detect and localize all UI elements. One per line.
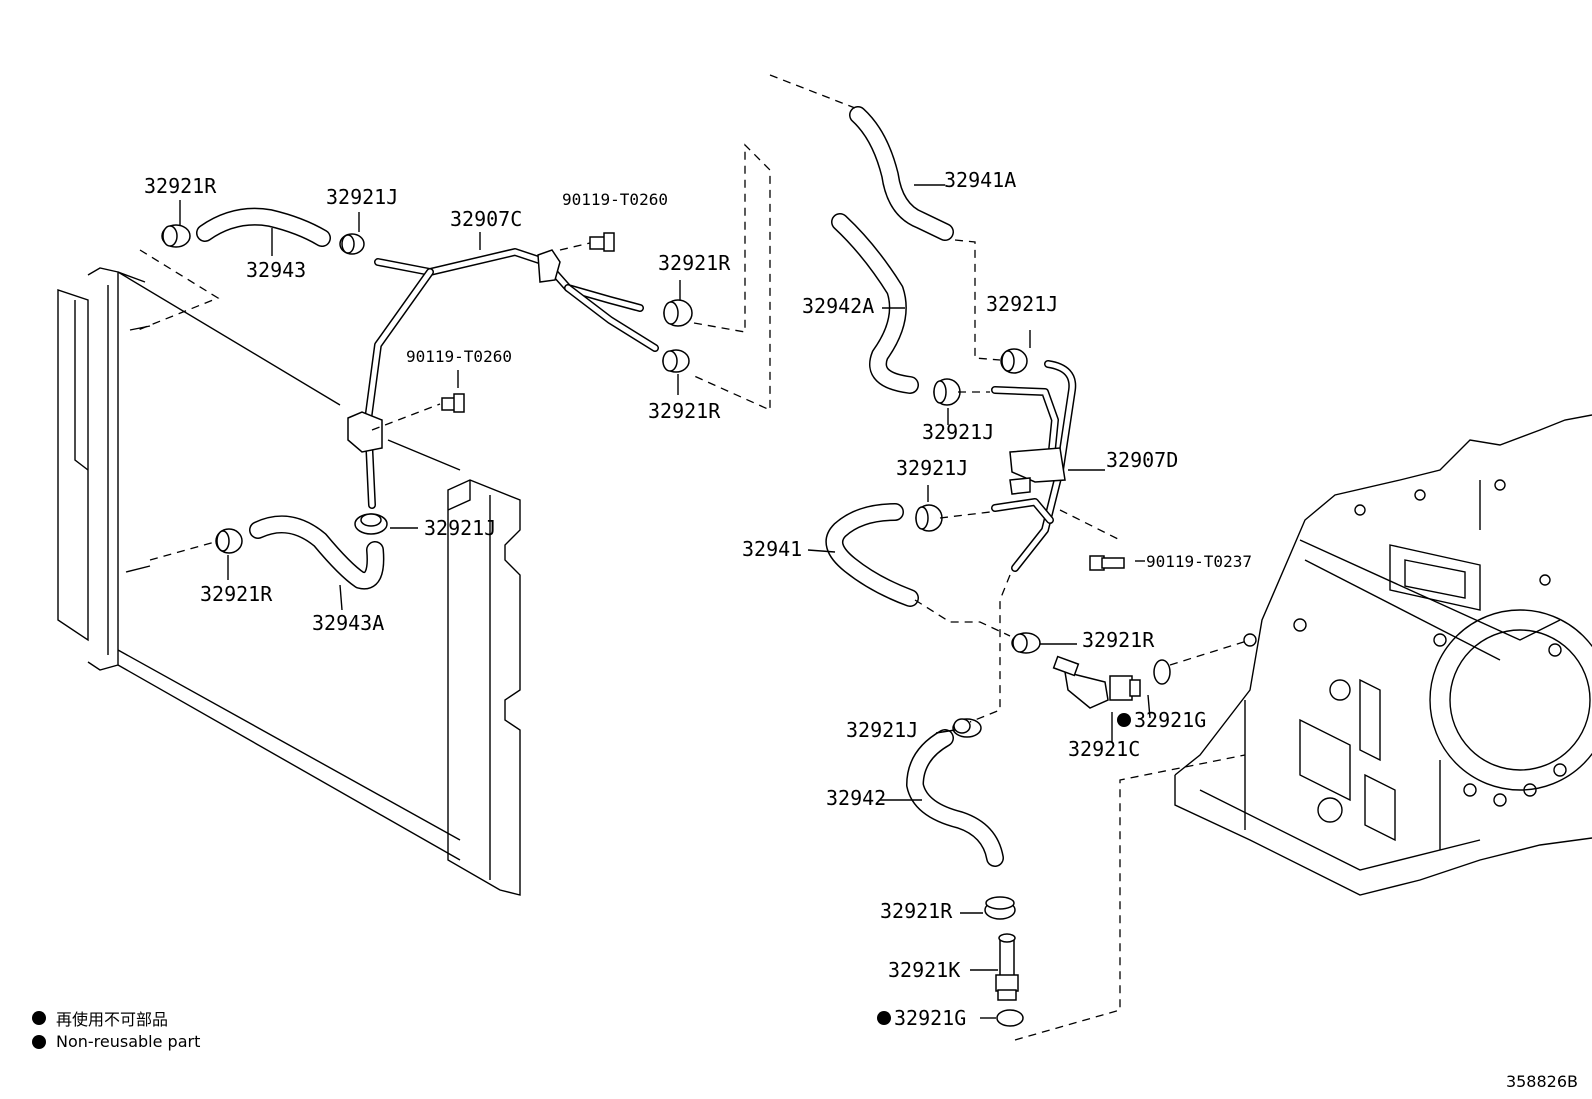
callout-90119-T0260-2: 90119-T0260 (406, 347, 512, 366)
callout-32921R-2: 32921R (658, 251, 731, 275)
callout-32921C: 32921C (1068, 737, 1140, 761)
clamp-32921J-lower-center (915, 504, 943, 532)
callout-32921R-6: 32921R (880, 899, 953, 923)
clamp-32921J-bottom (952, 718, 982, 738)
callout-90119-T0237: 90119-T0237 (1146, 552, 1252, 571)
clamp-32921J-top (339, 233, 365, 255)
hose-32942 (906, 729, 1004, 867)
filled-circle-icon (32, 1034, 46, 1049)
non-reusable-marker-1 (1117, 713, 1131, 727)
transmission-housing (1174, 414, 1592, 896)
callout-32921J-3: 32921J (986, 292, 1058, 316)
callout-32921R-1: 32921R (144, 174, 217, 198)
callout-32921R-4: 32921R (200, 582, 273, 606)
hose-32942A (831, 213, 919, 394)
filled-circle-icon (32, 1011, 46, 1025)
pipe-32907D (991, 360, 1077, 572)
callout-32921J-1: 32921J (326, 185, 398, 209)
clamp-32921J-upper-right (1000, 348, 1028, 374)
callout-32921G-2: 32921G (894, 1006, 966, 1030)
callout-32921R-3: 32921R (648, 399, 721, 423)
callout-32943: 32943 (246, 258, 306, 282)
callout-32942: 32942 (826, 786, 886, 810)
clamp-32921R-right-upper (663, 299, 693, 327)
legend-text-japanese: 再使用不可部品 (56, 1010, 169, 1029)
clamp-32921R-mid-left (215, 528, 243, 554)
callout-32943A: 32943A (312, 611, 384, 635)
callout-32921G-1: 32921G (1134, 708, 1206, 732)
diagram-reference-code: 358826B (1505, 1072, 1578, 1091)
legend-item-japanese: 再使用不可部品 (32, 1006, 168, 1030)
callout-32907C: 32907C (450, 207, 522, 231)
callout-32921J-4: 32921J (922, 420, 994, 444)
hose-32943A (249, 515, 385, 590)
hose-32941A (849, 106, 954, 241)
clamp-32921R-lower-right (1011, 632, 1041, 654)
fitting-32921C (1052, 655, 1141, 709)
clamp-32921R-right-lower (662, 349, 690, 373)
fitting-32921K (995, 933, 1019, 1001)
hose-32941 (825, 503, 919, 607)
o-ring-32921G-bottom (996, 1009, 1024, 1027)
clamp-32921R-bottom (984, 896, 1016, 920)
pipe-32907C (347, 248, 659, 509)
o-ring-32921G-right (1153, 659, 1171, 685)
bolt-90119-T0260-top (589, 232, 615, 252)
callout-32941A: 32941A (944, 168, 1016, 192)
legend-item-english: Non-reusable part (32, 1032, 200, 1051)
callout-32942A: 32942A (802, 294, 874, 318)
callout-32941: 32941 (742, 537, 802, 561)
clamp-32921J-mid (354, 513, 388, 535)
clamp-32921J-center (933, 378, 961, 406)
callout-32907D: 32907D (1106, 448, 1178, 472)
callout-32921R-5: 32921R (1082, 628, 1155, 652)
clamp-32921R-top-left (161, 224, 191, 248)
radiator (57, 267, 521, 896)
bolt-90119-T0260-mid (441, 393, 465, 413)
callout-32921J-2: 32921J (424, 516, 496, 540)
callout-32921J-5: 32921J (896, 456, 968, 480)
callout-90119-T0260-1: 90119-T0260 (562, 190, 668, 209)
non-reusable-marker-2 (877, 1011, 891, 1025)
hose-32943 (196, 207, 331, 247)
callout-32921J-6: 32921J (846, 718, 918, 742)
callout-32921K: 32921K (888, 958, 960, 982)
legend-text-english: Non-reusable part (56, 1032, 201, 1051)
bolt-90119-T0237 (1089, 555, 1125, 571)
